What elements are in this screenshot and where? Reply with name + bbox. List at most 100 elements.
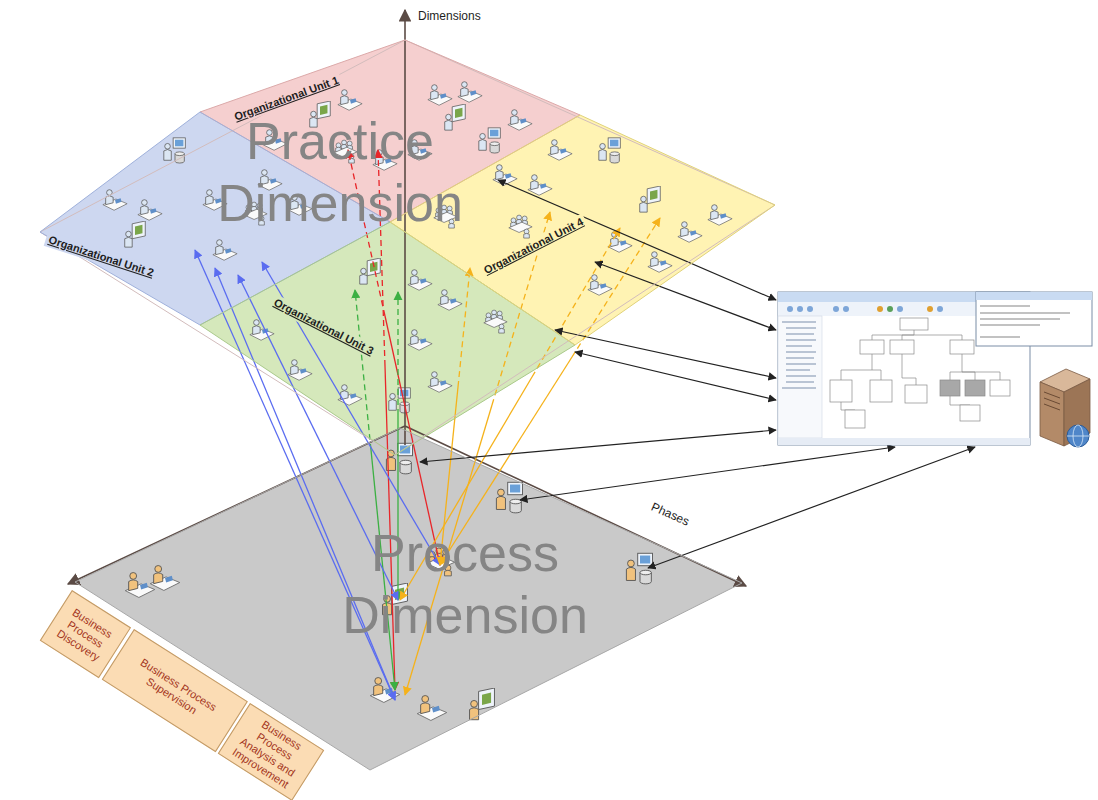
- practice-people-icons: [428, 85, 452, 106]
- software-screenshot: [787, 306, 793, 312]
- software-screenshot: [980, 312, 1070, 314]
- tool-link-arrow: [575, 352, 776, 400]
- software-screenshot: [976, 292, 1092, 346]
- software-screenshot: [845, 410, 865, 428]
- tool-link-arrow: [520, 447, 895, 500]
- practice-people-icons: [103, 82, 732, 413]
- practice-link-arrow: [397, 292, 398, 415]
- process-people-icons: [125, 573, 154, 598]
- software-screenshot: [980, 336, 1020, 338]
- phase-box: Business Process Supervision: [101, 629, 247, 752]
- server-icon: [1044, 404, 1060, 410]
- tool-link-arrow: [595, 262, 776, 330]
- server-icon: [1044, 392, 1060, 398]
- org-unit-label: Organizational Unit 4: [479, 213, 589, 279]
- software-screenshot: [830, 380, 852, 402]
- server-icon: [1044, 398, 1060, 404]
- org-unit-region-outline: [200, 40, 580, 222]
- practice-people-icons: [509, 215, 532, 238]
- practice-people-icons: [588, 275, 612, 296]
- practice-people-icons: [288, 360, 312, 381]
- software-screenshot: [980, 318, 1060, 320]
- practice-people-icons: [528, 175, 552, 196]
- server-icon: [1067, 425, 1089, 447]
- software-screenshot: [980, 324, 1040, 326]
- software-screenshot: [786, 333, 814, 335]
- process-people-icons: [386, 443, 412, 474]
- org-unit-region-outline: [40, 112, 390, 325]
- practice-people-icons: [548, 140, 572, 161]
- process-ground: [75, 428, 742, 770]
- practice-people-icons: [360, 258, 381, 284]
- software-screenshot: [786, 375, 816, 377]
- org-unit-region-outline: [390, 115, 775, 345]
- practice-people-icons: [408, 330, 432, 351]
- software-screenshot: [782, 387, 816, 389]
- label-holder: Dimensions: [418, 9, 481, 23]
- software-screenshot: [927, 306, 933, 312]
- software-screenshot: [990, 380, 1010, 396]
- practice-link-arrow: [458, 268, 470, 387]
- axis-label: Phases: [649, 500, 691, 529]
- practice-plane-outline: [40, 40, 775, 455]
- org-unit-label: Organizational Unit 3: [269, 293, 379, 359]
- software-screenshot: [870, 380, 892, 402]
- practice-people-icons: [678, 222, 702, 243]
- software-screenshot: [786, 345, 812, 347]
- software-screenshot: [960, 405, 980, 421]
- practice-people-icons: [493, 165, 517, 186]
- software-screenshot: [786, 363, 816, 365]
- software-screenshot: [950, 340, 974, 354]
- software-screenshot: [787, 306, 943, 312]
- software-screenshot: [786, 369, 810, 371]
- software-screenshot: [900, 318, 928, 330]
- software-screenshot: [877, 306, 883, 312]
- software-screenshot: [860, 340, 884, 354]
- software-screenshot: [940, 380, 960, 396]
- software-screenshot: [887, 306, 893, 312]
- software-screenshot: [782, 321, 816, 389]
- practice-people-icons: [508, 110, 532, 131]
- practice-people-icons: [138, 200, 162, 221]
- practice-people-icons: [640, 186, 661, 212]
- software-screenshot: [890, 340, 914, 354]
- practice-people-icons: [458, 82, 482, 103]
- software-screenshot: [786, 339, 816, 341]
- practice-people-icons: [479, 128, 500, 153]
- org-unit-label: Organizational Unit 2: [44, 231, 159, 281]
- practice-people-icons: [408, 270, 432, 291]
- server-icon: [1040, 382, 1064, 446]
- tool-link-arrow: [420, 430, 776, 462]
- software-screenshot: [843, 306, 849, 312]
- software-screenshot: [897, 306, 903, 312]
- practice-plane-outline: [40, 40, 775, 455]
- software-screenshot: [782, 321, 816, 323]
- process-people-icons: [470, 688, 495, 720]
- software-screenshot: [980, 305, 1030, 307]
- label-holder: Phases: [652, 499, 692, 513]
- server-icon: [1064, 379, 1090, 446]
- practice-people-icons: [164, 138, 185, 163]
- software-screenshot: [980, 305, 1070, 338]
- software-screenshot: [965, 380, 985, 396]
- practice-people-icons: [213, 240, 237, 261]
- practice-people-icons: [438, 290, 462, 311]
- practice-link-arrow: [262, 262, 440, 565]
- server-icon: [1044, 392, 1060, 410]
- practice-people-icons: [484, 310, 507, 333]
- process-people-icons: [496, 482, 522, 513]
- practice-ground: [40, 40, 775, 455]
- practice-link-arrow: [195, 150, 660, 700]
- software-screenshot: [786, 327, 816, 329]
- practice-people-icons: [125, 221, 146, 247]
- software-screenshot: [786, 357, 814, 359]
- phase-label: Business Process Supervision: [110, 642, 238, 739]
- tool-link-arrow: [648, 447, 975, 568]
- software-screenshot: [786, 381, 814, 383]
- practice-people-icons: [389, 388, 410, 413]
- process-ground: [75, 428, 742, 770]
- server-icon: [1040, 369, 1090, 447]
- practice-people-icons: [445, 104, 466, 130]
